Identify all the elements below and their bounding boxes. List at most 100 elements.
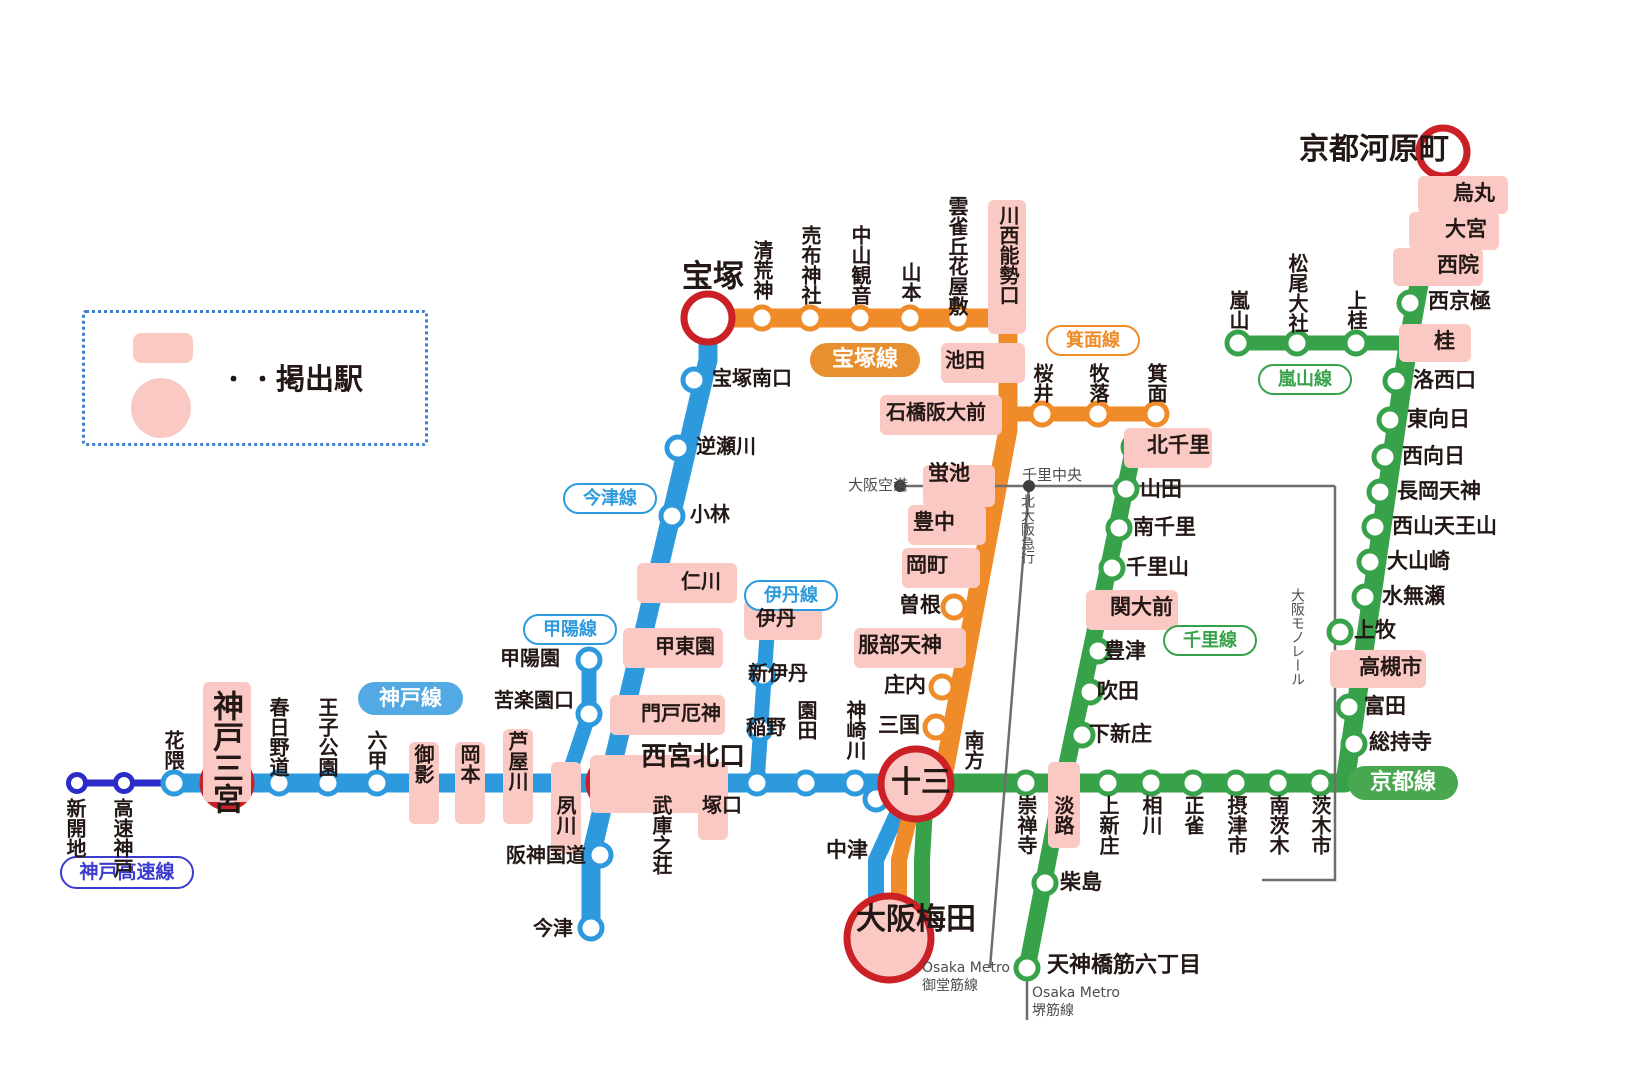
station-label-kyoto-kawaramachi[interactable]: 京都河原町	[1299, 132, 1449, 167]
station-label-imazu[interactable]: 今津	[533, 916, 573, 940]
station-label-nishikyogoku[interactable]: 西京極	[1428, 289, 1491, 313]
station-label-nishi-muko[interactable]: 西向日	[1402, 444, 1465, 468]
station-label-kobe-sannomiya[interactable]: 神戸三宮	[207, 690, 243, 814]
station-label-hibarigaoka-hanayashiki[interactable]: 雲雀丘花屋敷	[945, 196, 969, 316]
station-label-rokko[interactable]: 六甲	[364, 730, 388, 770]
station-label-higashi-muko[interactable]: 東向日	[1407, 407, 1470, 431]
station-label-takarazuka-minamiguchi[interactable]: 宝塚南口	[712, 366, 792, 390]
station-label-kasuganomichi[interactable]: 春日野道	[266, 697, 290, 777]
station-label-matsuo-taisha[interactable]: 松尾大社	[1285, 253, 1309, 333]
station-label-kosoku-kobe[interactable]: 高速神戸	[110, 798, 134, 878]
station-label-katsura[interactable]: 桂	[1434, 329, 1455, 353]
line-badge-itami[interactable]: 伊丹線	[744, 580, 838, 611]
line-badge-arashiyama[interactable]: 嵐山線	[1258, 364, 1352, 395]
station-label-kanzakigawa[interactable]: 神崎川	[843, 700, 867, 760]
station-label-minami-senri[interactable]: 南千里	[1133, 515, 1196, 539]
station-label-arashiyama[interactable]: 嵐山	[1226, 290, 1250, 330]
station-label-takarazuka[interactable]: 宝塚	[682, 259, 744, 295]
station-label-shonai[interactable]: 庄内	[884, 673, 926, 697]
station-label-sozenji[interactable]: 崇禅寺	[1014, 795, 1038, 855]
station-label-saiin[interactable]: 西院	[1437, 253, 1479, 277]
station-label-oyamazaki[interactable]: 大山崎	[1387, 549, 1450, 573]
line-badge-koyo[interactable]: 甲陽線	[523, 614, 617, 645]
station-label-minami-ibaraki[interactable]: 南茨木	[1266, 795, 1290, 855]
station-label-kami-katsura[interactable]: 上桂	[1344, 290, 1368, 330]
station-label-sojiji[interactable]: 総持寺	[1369, 730, 1432, 754]
station-label-nakatsu[interactable]: 中津	[826, 838, 868, 862]
station-label-inano[interactable]: 稲野	[746, 715, 786, 739]
station-label-sakurai[interactable]: 桜井	[1030, 363, 1054, 403]
station-label-nishinomiya-kitaguchi[interactable]: 西宮北口	[641, 742, 746, 772]
station-label-kami-shinjo[interactable]: 上新庄	[1096, 795, 1120, 855]
station-label-rakusaiguchi[interactable]: 洛西口	[1413, 368, 1476, 392]
station-label-shinkaichi[interactable]: 新開地	[63, 798, 87, 858]
station-label-koyoen[interactable]: 甲陽園	[500, 646, 560, 670]
station-label-awaji[interactable]: 淡路	[1051, 795, 1075, 835]
station-label-osaka-umeda[interactable]: 大阪梅田	[856, 902, 976, 937]
station-label-toyotsu[interactable]: 豊津	[1104, 639, 1146, 663]
station-label-kawanishi-noseguchi[interactable]: 川西能勢口	[996, 205, 1020, 305]
line-badge-kobe-kosoku[interactable]: 神戸高速線	[60, 856, 194, 889]
station-label-yamamoto[interactable]: 山本	[898, 262, 922, 302]
station-label-sakasegawa[interactable]: 逆瀬川	[696, 434, 756, 458]
line-badge-senri[interactable]: 千里線	[1163, 625, 1257, 656]
line-badge-kobe[interactable]: 神戸線	[358, 682, 463, 715]
line-badge-takarazuka[interactable]: 宝塚線	[810, 343, 920, 377]
station-label-hanshinkokudo[interactable]: 阪神国道	[506, 843, 586, 867]
station-label-minase[interactable]: 水無瀬	[1382, 584, 1445, 608]
line-badge-imazu[interactable]: 今津線	[563, 483, 657, 514]
station-label-kotoen[interactable]: 甲東園	[655, 634, 715, 658]
station-label-hanakuma[interactable]: 花隈	[161, 730, 185, 770]
station-label-sonoda[interactable]: 園田	[794, 700, 818, 740]
station-label-minami-kata[interactable]: 南方	[961, 730, 985, 770]
station-label-takatsukishi[interactable]: 高槻市	[1359, 655, 1422, 679]
station-label-okamachi[interactable]: 岡町	[906, 553, 948, 577]
station-label-shin-itami[interactable]: 新伊丹	[748, 661, 808, 685]
station-label-mefu-jinja[interactable]: 売布神社	[798, 225, 822, 305]
station-label-kandaimae[interactable]: 関大前	[1110, 595, 1173, 619]
station-label-kunijima[interactable]: 柴島	[1060, 870, 1102, 894]
station-label-kurakuenguchi[interactable]: 苦楽園口	[494, 688, 574, 712]
station-label-yamada[interactable]: 山田	[1140, 477, 1182, 501]
station-label-makiochi[interactable]: 牧落	[1086, 363, 1110, 403]
station-label-nishiyama-tennozan[interactable]: 西山天王山	[1392, 514, 1497, 538]
station-label-shimo-shinjo[interactable]: 下新庄	[1089, 722, 1152, 746]
station-label-aikawa[interactable]: 相川	[1139, 795, 1163, 835]
station-label-obayashi[interactable]: 小林	[690, 502, 730, 526]
station-label-ashiyagawa[interactable]: 芦屋川	[505, 731, 529, 791]
station-label-senriyama[interactable]: 千里山	[1126, 555, 1189, 579]
station-label-kanmaki[interactable]: 上牧	[1354, 618, 1396, 642]
station-label-hattoritenjin[interactable]: 服部天神	[858, 633, 942, 657]
station-label-hotarugaike[interactable]: 蛍池	[928, 461, 970, 485]
station-label-mondoyakujin[interactable]: 門戸厄神	[641, 701, 721, 725]
station-label-minoo[interactable]: 箕面	[1144, 363, 1168, 403]
station-label-tonda[interactable]: 富田	[1364, 694, 1406, 718]
station-label-mikuni[interactable]: 三国	[878, 713, 920, 737]
station-label-suita[interactable]: 吹田	[1097, 679, 1139, 703]
station-label-toyonaka[interactable]: 豊中	[913, 510, 955, 534]
station-label-mikage[interactable]: 御影	[411, 744, 435, 784]
station-label-sone[interactable]: 曽根	[899, 593, 941, 617]
station-label-kiyoshikojin[interactable]: 清荒神	[750, 240, 774, 300]
station-label-shukugawa[interactable]: 夙川	[553, 795, 577, 835]
station-label-settsushi[interactable]: 摂津市	[1224, 795, 1248, 855]
station-label-karasuma[interactable]: 烏丸	[1453, 181, 1495, 205]
station-label-ikeda[interactable]: 池田	[945, 348, 985, 372]
line-badge-kyoto[interactable]: 京都線	[1348, 766, 1458, 800]
station-label-nakayama-kannon[interactable]: 中山観音	[848, 225, 872, 305]
station-label-ojikoen[interactable]: 王子公園	[315, 697, 339, 777]
station-label-ibarakishi[interactable]: 茨木市	[1308, 795, 1332, 855]
line-badge-minoo[interactable]: 箕面線	[1046, 325, 1140, 356]
station-label-nigawa[interactable]: 仁川	[681, 569, 721, 593]
station-label-shojaku[interactable]: 正雀	[1181, 795, 1205, 835]
station-label-omiya[interactable]: 大宮	[1445, 217, 1487, 241]
station-label-itami[interactable]: 伊丹	[756, 606, 796, 630]
station-label-mukonoso[interactable]: 武庫之荘	[649, 795, 673, 875]
station-label-nagaoka-tenjin[interactable]: 長岡天神	[1397, 479, 1481, 503]
station-label-tsukaguchi[interactable]: 塚口	[702, 793, 742, 817]
station-label-ishibashi-handaimae[interactable]: 石橋阪大前	[886, 400, 986, 424]
station-label-juso[interactable]: 十三	[891, 765, 951, 800]
station-label-tenjinbashisuji-rokuchome[interactable]: 天神橋筋六丁目	[1047, 953, 1202, 978]
station-label-kita-senri[interactable]: 北千里	[1147, 433, 1210, 457]
station-label-okamoto[interactable]: 岡本	[457, 744, 481, 784]
